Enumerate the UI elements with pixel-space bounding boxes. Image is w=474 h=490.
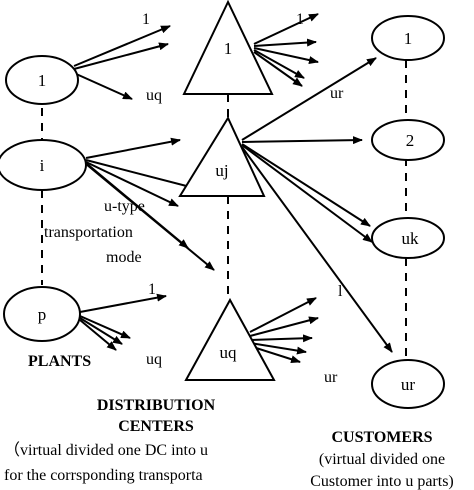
dc-1-arrow-label-last: ur: [330, 85, 344, 102]
customer-node-ur: [371, 359, 445, 409]
arrow: [241, 136, 363, 145]
customer-node-ur-label: ur: [401, 375, 416, 394]
mode-label-line1: u-type: [104, 198, 145, 215]
arrow: [253, 47, 319, 64]
dc-heading-line2: CENTERS: [118, 418, 194, 435]
customer-node-uk-label: uk: [402, 229, 420, 248]
arrow: [85, 161, 179, 207]
dc-node-uj-label: uj: [215, 161, 228, 180]
plant-node-1-label: 1: [38, 71, 47, 90]
plant-node-1: [5, 55, 79, 105]
customers-note-line1: (virtual divided one: [319, 451, 445, 468]
arrow: [249, 334, 313, 343]
arrow: [73, 42, 169, 70]
arrow-labels: 1 uq 1 uq 1 ur l ur: [142, 11, 344, 386]
arrow: [85, 159, 203, 192]
dc-1-arrow-label-first: 1: [296, 11, 304, 28]
arrow: [85, 137, 181, 159]
dc-note-line2: for the corrsponding transporta: [4, 467, 203, 484]
plant-nodes: 1 i p: [0, 55, 87, 342]
customers-heading: CUSTOMERS: [331, 429, 432, 446]
mode-label-line2: transportation: [44, 224, 133, 241]
arrow: [253, 51, 303, 87]
plant-node-p: [3, 286, 81, 342]
mode-annotation: u-type transportation mode: [44, 198, 145, 266]
customer-nodes: 1 2 uk ur: [371, 15, 445, 409]
customer-node-uk: [371, 217, 445, 259]
customers-note-line2: Customer into u parts): [310, 473, 454, 490]
arrow: [73, 25, 171, 67]
plant-node-i: [0, 139, 87, 191]
arrow: [85, 163, 215, 271]
dc-node-1: [182, 0, 274, 95]
customer-node-1: [371, 15, 445, 61]
arrow: [79, 319, 117, 351]
arrow: [79, 317, 123, 345]
plants-heading: PLANTS: [28, 353, 91, 370]
customer-node-2: [371, 119, 445, 161]
mode-label-line3: mode: [106, 249, 142, 266]
customer-node-2-label: 2: [406, 131, 415, 150]
arrow: [79, 293, 167, 313]
arrow: [249, 316, 319, 337]
arrow: [253, 49, 305, 79]
plant-node-p-label: p: [38, 305, 47, 324]
customer-node-1-label: 1: [404, 29, 413, 48]
arrow: [241, 143, 371, 227]
dc-note-line1: （virtual divided one DC into u: [4, 441, 208, 459]
dc-nodes: 1 uj uq: [178, 0, 276, 381]
arrow: [249, 342, 307, 355]
arrow: [73, 72, 133, 100]
arrow: [249, 297, 317, 333]
dc-uq-arrow-label-first: l: [338, 283, 343, 300]
plant-p-arrow-label-first: 1: [148, 281, 156, 298]
arrow: [253, 13, 319, 45]
arrow: [79, 315, 131, 339]
dc-uq-arrow-label-last: ur: [324, 369, 338, 386]
headings: PLANTS DISTRIBUTION CENTERS （virtual div…: [4, 353, 454, 490]
plant-node-i-label: i: [40, 156, 45, 175]
dc-node-uq: [184, 297, 276, 381]
arrow: [241, 57, 377, 141]
plant-1-arrow-label-first: 1: [142, 11, 150, 28]
arrow: [241, 146, 393, 353]
dc-node-1-label: 1: [224, 39, 233, 58]
plant-1-arrow-label-last: uq: [146, 87, 162, 104]
dc-node-uj: [178, 115, 266, 197]
arrows: [73, 13, 393, 364]
arrow: [241, 144, 373, 243]
arrow: [253, 38, 317, 47]
arrow: [249, 345, 301, 364]
dashed-connectors: [41, 60, 407, 362]
dc-heading-line1: DISTRIBUTION: [97, 397, 216, 414]
dc-node-uq-label: uq: [220, 343, 238, 362]
plant-p-arrow-label-last: uq: [146, 351, 162, 368]
